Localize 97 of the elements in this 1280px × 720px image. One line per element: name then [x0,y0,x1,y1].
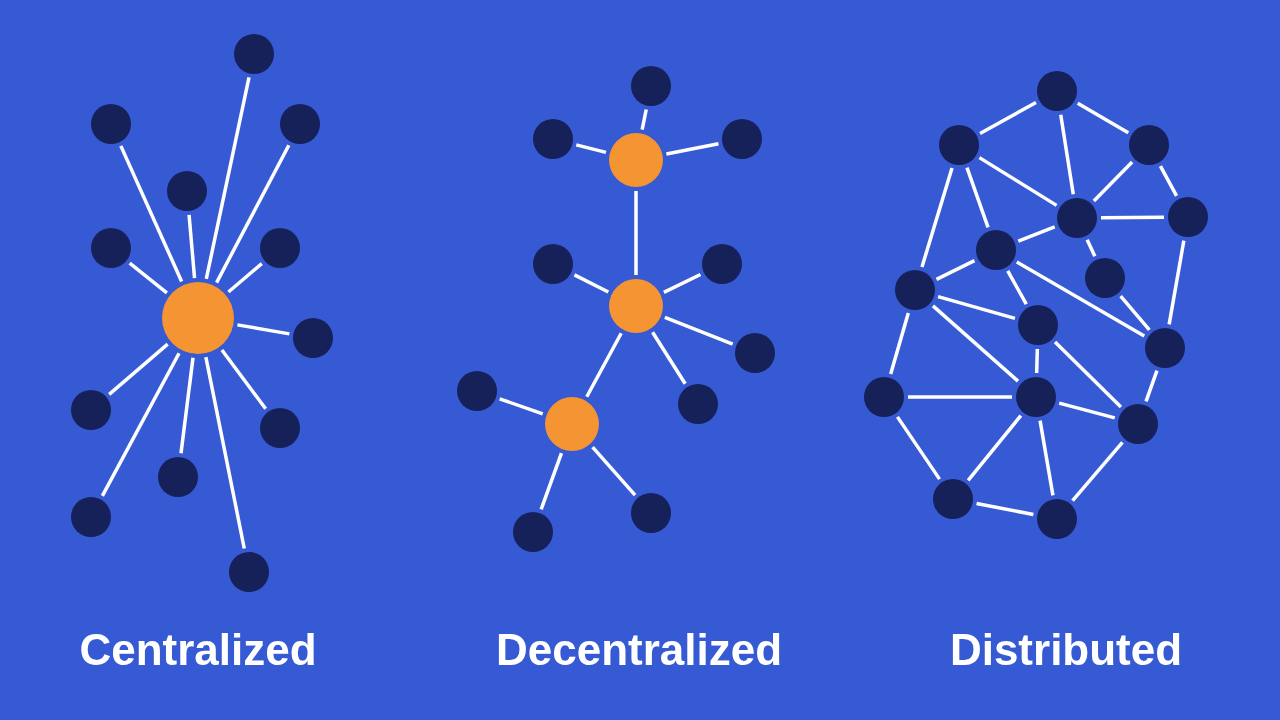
connection-line [666,141,719,156]
network-node [280,104,320,144]
network-node [976,230,1016,270]
connection-line [1058,401,1116,420]
network-node [678,384,718,424]
connection-line [204,77,251,280]
connection-line [664,315,734,346]
connection-line [931,304,1020,383]
network-node [71,497,111,537]
network-node [260,408,300,448]
hub-node [609,279,663,333]
connection-line [1059,114,1075,195]
hub-node [609,133,663,187]
connection-line [1144,370,1159,402]
network-node [533,119,573,159]
network-node [939,125,979,165]
network-node [158,457,198,497]
connection-line [237,323,290,336]
network-node [1085,258,1125,298]
network-node [1168,197,1208,237]
connection-line [978,156,1058,207]
connection-line [1158,165,1179,197]
connection-line [937,294,1016,321]
connection-line [1085,239,1097,257]
connection-line [227,262,263,294]
connection-line [119,145,184,283]
network-node [895,270,935,310]
connection-line [1034,348,1040,374]
network-node [864,377,904,417]
network-node [722,119,762,159]
connection-line [187,214,197,279]
connection-line [539,452,564,511]
connection-line [1053,340,1123,409]
network-node [260,228,300,268]
connection-line [1076,101,1130,135]
connection-line [965,167,990,228]
network-node [293,318,333,358]
hub-node [162,282,234,354]
network-node [91,228,131,268]
connection-line [651,331,687,385]
connection-line [215,144,291,284]
network-node [1018,305,1058,345]
connection-line [179,357,195,454]
network-node [1037,499,1077,539]
network-node [1016,377,1056,417]
network-node [1118,404,1158,444]
connection-line [1167,240,1186,325]
connection-line [1038,420,1055,496]
network-node [702,244,742,284]
network-type-label: Centralized [79,628,317,672]
network-node [1129,125,1169,165]
connection-line [220,349,268,410]
network-node [1057,198,1097,238]
connection-line [1101,215,1164,220]
connection-line [499,397,544,416]
connection-line [1017,225,1056,243]
connection-line [1092,160,1134,203]
network-type-label: Decentralized [495,628,783,672]
connection-line [585,332,623,398]
network-node [91,104,131,144]
connection-line [889,312,910,375]
network-node [513,512,553,552]
connection-line [920,167,954,268]
network-type-label: Distributed [949,628,1183,672]
connection-line [966,414,1023,482]
connection-line [573,273,610,294]
network-node [631,66,671,106]
hub-node [545,397,599,451]
connection-line [591,446,637,497]
connection-line [1119,295,1151,331]
connection-line [128,261,168,295]
network-node [457,371,497,411]
network-node [167,171,207,211]
connection-line [663,272,702,294]
connection-line [634,191,638,275]
network-node [229,552,269,592]
connection-line [908,395,1012,399]
connection-line [976,501,1034,517]
network-node [1037,71,1077,111]
connection-line [896,415,941,481]
connection-line [979,101,1037,135]
connection-line [935,259,976,281]
network-node [71,390,111,430]
connection-line [108,342,169,396]
connection-line [1071,441,1124,502]
network-node [933,479,973,519]
connection-line [1015,260,1146,338]
network-node [631,493,671,533]
connection-line [204,356,246,549]
network-node [735,333,775,373]
connection-line [640,109,648,130]
network-node [533,244,573,284]
connection-line [100,352,181,497]
connection-line [1006,270,1028,305]
connection-line [575,143,607,155]
network-node [234,34,274,74]
network-node [1145,328,1185,368]
